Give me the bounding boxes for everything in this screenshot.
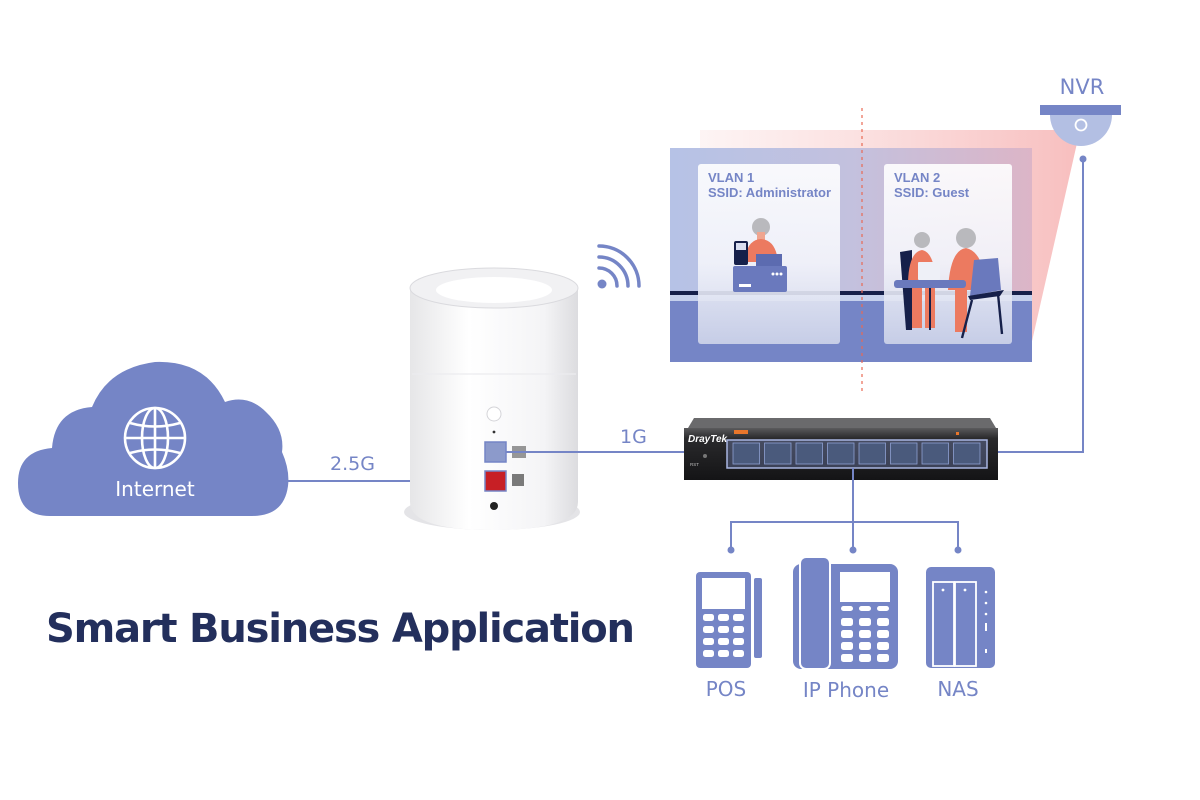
router-top-vent: [436, 277, 552, 303]
phone-key: [877, 630, 889, 638]
phone-key: [841, 618, 853, 626]
switch-brand: DrayTek: [688, 434, 728, 445]
internet-label: Internet: [115, 477, 195, 501]
ethernet-port-5: [858, 442, 886, 465]
pos-key: [733, 638, 744, 645]
nas-label: NAS: [937, 677, 978, 701]
vlan-2-ssid: SSID: Guest: [894, 185, 970, 200]
pos-key: [718, 638, 729, 645]
counter-top: [670, 295, 1032, 301]
pos-key: [733, 614, 744, 621]
phone-key: [859, 630, 871, 638]
ethernet-port-2: [764, 442, 792, 465]
ethernet-port-4: [827, 442, 855, 465]
pos-device[interactable]: POS: [696, 572, 762, 701]
wan-port: [484, 470, 507, 492]
phone-key: [877, 618, 889, 626]
phone-icon: [793, 556, 898, 670]
pos-key: [718, 650, 729, 657]
svg-text:RST: RST: [690, 462, 699, 467]
vlan-2-panel: VLAN 2 SSID: Guest: [884, 164, 1012, 344]
vlan-2-name: VLAN 2: [894, 170, 940, 185]
pos-key: [703, 626, 714, 633]
ip-phone-label: IP Phone: [803, 678, 889, 702]
phone-soft-key: [877, 606, 889, 611]
lan-port: [484, 441, 507, 463]
ethernet-port-1: [732, 442, 760, 465]
phone-key: [877, 654, 889, 662]
ethernet-port-7: [921, 442, 949, 465]
phone-key: [841, 654, 853, 662]
pos-key: [703, 638, 714, 645]
router-button[interactable]: [486, 406, 502, 422]
ethernet-port-6: [890, 442, 918, 465]
pos-key: [703, 614, 714, 621]
phone-key: [841, 642, 853, 650]
globe-icon: [123, 406, 187, 470]
nvr-camera[interactable]: NVR: [1040, 75, 1121, 146]
ethernet-port-8: [953, 442, 981, 465]
pos-terminal-icon: [696, 572, 762, 668]
link-speed-2-5g: 2.5G: [330, 453, 375, 475]
link-speed-1g: 1G: [620, 426, 647, 448]
office-scene: VLAN 1 SSID: Administrator VLAN 2: [670, 108, 1032, 392]
phone-key: [859, 642, 871, 650]
vlan-1-ssid: SSID: Administrator: [708, 185, 831, 200]
pos-key: [718, 626, 729, 633]
network-switch[interactable]: DrayTek RST: [684, 418, 998, 480]
phone-soft-key: [841, 606, 853, 611]
phone-key: [859, 654, 871, 662]
pos-key: [703, 650, 714, 657]
internet-cloud[interactable]: Internet: [18, 361, 289, 516]
guests-figure-icon: [894, 228, 1004, 339]
nvr-label: NVR: [1060, 75, 1105, 99]
camera-lens-icon: [1074, 118, 1088, 132]
phone-key: [841, 630, 853, 638]
device-bus-cable: [730, 521, 959, 550]
phone-soft-key: [859, 606, 871, 611]
power-jack: [490, 502, 498, 510]
cashier-figure-icon: [733, 218, 787, 292]
nas-device[interactable]: NAS: [926, 567, 995, 701]
router-device[interactable]: [404, 267, 580, 530]
pos-label: POS: [706, 677, 747, 701]
nvr-switch-cable: [990, 159, 1084, 453]
ip-phone-device[interactable]: IP Phone: [793, 556, 898, 702]
camera-mount: [1040, 105, 1121, 115]
vlan-1-panel: VLAN 1 SSID: Administrator: [698, 164, 840, 344]
vlan-1-name: VLAN 1: [708, 170, 754, 185]
counter-edge: [670, 291, 1032, 295]
nas-icon: [926, 567, 995, 668]
page-title: Smart Business Application: [46, 606, 635, 652]
phone-key: [877, 642, 889, 650]
pos-key: [733, 650, 744, 657]
pos-key: [718, 614, 729, 621]
wifi-icon: [597, 244, 641, 289]
pos-key: [733, 626, 744, 633]
ethernet-port-3: [795, 442, 823, 465]
phone-key: [859, 618, 871, 626]
